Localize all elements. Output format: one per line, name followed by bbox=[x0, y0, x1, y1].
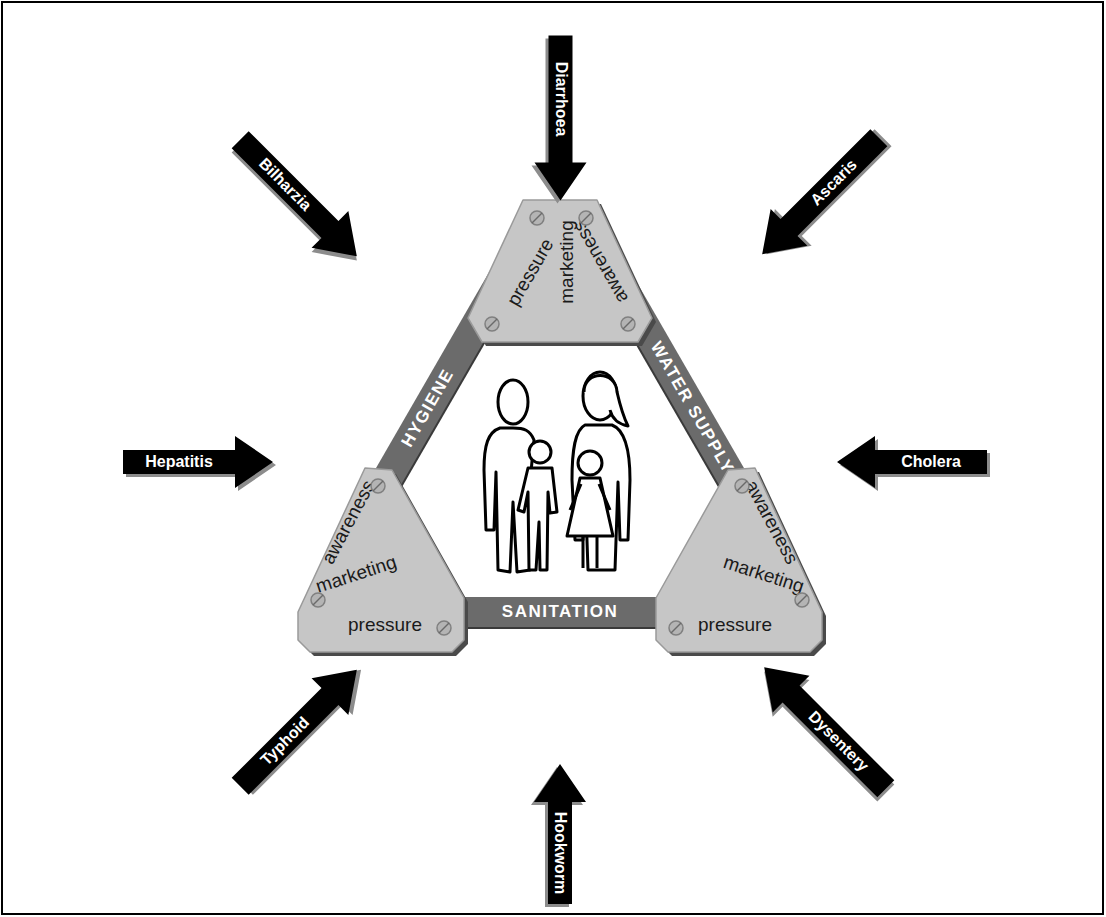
plate-body bbox=[468, 200, 652, 342]
girl-dress bbox=[567, 478, 613, 536]
disease-label: Hookworm bbox=[548, 802, 572, 904]
disease-label: Diarrhoea bbox=[548, 36, 572, 163]
boy-head bbox=[529, 441, 551, 463]
arrow-body bbox=[534, 764, 586, 904]
corner-plate: awarenessmarketingpressure bbox=[298, 468, 464, 652]
triangle-bar: SANITATION bbox=[445, 597, 675, 627]
disease-label: Bilharzia bbox=[231, 131, 338, 238]
screws bbox=[311, 211, 809, 635]
plate-body bbox=[656, 468, 822, 652]
arrow-body bbox=[837, 436, 987, 488]
plate-label: marketing bbox=[557, 220, 576, 303]
disease-label: Ascaris bbox=[780, 129, 887, 236]
disease-arrow: Ascaris bbox=[743, 119, 896, 272]
man-head bbox=[498, 380, 528, 424]
corner-plate: awarenessmarketingpressure bbox=[468, 200, 652, 342]
arrow-body bbox=[123, 436, 273, 488]
woman-hair bbox=[584, 376, 628, 427]
disease-arrow: Bilharzia bbox=[221, 121, 374, 274]
disease-label: Cholera bbox=[875, 450, 987, 474]
disease-arrow: Dysentery bbox=[746, 649, 904, 807]
girl-limbs bbox=[570, 484, 610, 568]
disease-arrow: Diarrhoea bbox=[534, 36, 586, 201]
arrow-body bbox=[221, 121, 374, 274]
disease-label: Typhoid bbox=[231, 688, 338, 795]
boy-body bbox=[518, 468, 557, 570]
disease-label: Dysentery bbox=[783, 686, 895, 798]
arrow-body bbox=[534, 36, 586, 201]
disease-arrow: Hookworm bbox=[534, 764, 586, 904]
plate-body bbox=[298, 468, 464, 652]
disease-arrow: Hepatitis bbox=[123, 436, 273, 488]
disease-label: Hepatitis bbox=[123, 450, 235, 474]
disease-arrow: Typhoid bbox=[221, 651, 374, 804]
arrow-body bbox=[746, 649, 904, 807]
arrow-body bbox=[743, 119, 896, 272]
family-illustration bbox=[484, 372, 630, 572]
bar-label: SANITATION bbox=[445, 597, 675, 627]
corner-plate: awarenessmarketingpressure bbox=[656, 468, 822, 652]
girl-head bbox=[578, 451, 602, 475]
disease-arrow: Cholera bbox=[837, 436, 987, 488]
arrow-body bbox=[221, 651, 374, 804]
plate-label: pressure bbox=[348, 615, 422, 634]
screw-slots bbox=[313, 213, 807, 633]
plate-label: pressure bbox=[698, 615, 772, 634]
